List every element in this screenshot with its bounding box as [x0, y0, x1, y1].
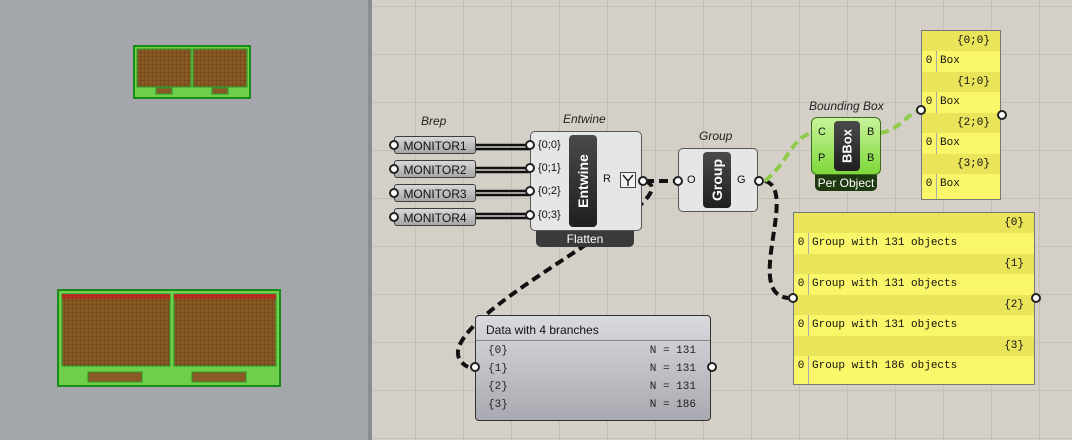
panel-index: 0 — [797, 319, 805, 331]
box-panel-output-grip[interactable] — [997, 110, 1007, 120]
panel-index: 0 — [925, 178, 933, 190]
data-branch-count: N = 131 — [649, 345, 696, 357]
panel-path: {1} — [794, 254, 1034, 274]
bbox-output-b[interactable]: B — [867, 126, 875, 138]
panel-path: {2} — [794, 295, 1034, 315]
entwine-name-block: Entwine — [569, 135, 597, 227]
group-name-block: Group — [703, 152, 731, 208]
group-output-g[interactable]: G — [737, 174, 746, 186]
panel-index: 0 — [797, 360, 805, 372]
entwine-input-1[interactable]: {0;1} — [538, 162, 561, 174]
flatten-icon — [620, 172, 636, 188]
rhino-viewport[interactable] — [0, 0, 368, 440]
data-panel-title: Data with 4 branches — [486, 323, 599, 337]
panel-index: 0 — [925, 137, 933, 149]
panel-path: {1;0} — [922, 72, 1000, 92]
data-panel[interactable]: Data with 4 branches {0} N = 131 {1} N =… — [475, 315, 711, 421]
panel-path: {0;0} — [922, 31, 1000, 51]
group-output-grip[interactable] — [754, 176, 764, 186]
panel-path: {0} — [794, 213, 1034, 233]
entwine-footer: Flatten — [536, 231, 634, 247]
panel-value: Box — [940, 137, 960, 149]
entwine-output-r[interactable]: R — [603, 173, 611, 185]
entwine-input-3[interactable]: {0;3} — [538, 209, 561, 221]
panel-value: Group with 131 objects — [812, 278, 958, 290]
entwine-label: Entwine — [563, 112, 606, 126]
panel-index: 0 — [925, 55, 933, 67]
bbox-input-p[interactable]: P — [818, 152, 826, 164]
bbox-component[interactable]: C P BBox B B — [811, 117, 881, 175]
panel-index: 0 — [797, 278, 805, 290]
entwine-input-grip[interactable] — [525, 163, 535, 173]
data-branch-path: {2} — [488, 381, 508, 393]
bbox-footer: Per Object — [815, 175, 877, 191]
data-branch-path: {3} — [488, 399, 508, 411]
entwine-component[interactable]: {0;0} {0;1} {0;2} {0;3} Entwine R — [530, 131, 642, 231]
entwine-output-grip[interactable] — [638, 176, 648, 186]
data-branch-path: {1} — [488, 363, 508, 375]
brep-input-grip[interactable] — [389, 164, 399, 174]
entwine-input-grip[interactable] — [525, 210, 535, 220]
group-input-o[interactable]: O — [687, 174, 696, 186]
panel-value: Group with 131 objects — [812, 319, 958, 331]
viewport-geometry — [57, 45, 281, 387]
brep-item-monitor2[interactable]: MONITOR2 — [394, 160, 476, 178]
panel-value: Box — [940, 96, 960, 108]
data-branch-count: N = 131 — [649, 363, 696, 375]
data-branch-path: {0} — [488, 345, 508, 357]
panel-path: {3;0} — [922, 154, 1000, 174]
bbox-output-b2[interactable]: B — [867, 152, 875, 164]
group-label: Group — [699, 129, 733, 143]
data-panel-output-grip[interactable] — [707, 362, 717, 372]
entwine-input-0[interactable]: {0;0} — [538, 139, 561, 151]
group-panel-output-grip[interactable] — [1031, 293, 1041, 303]
panel-value: Box — [940, 178, 960, 190]
entwine-input-grip[interactable] — [525, 140, 535, 150]
bbox-name-block: BBox — [834, 121, 860, 171]
box-panel-input-grip[interactable] — [916, 105, 926, 115]
group-component[interactable]: O Group G — [678, 148, 758, 212]
monitor-group-bottom[interactable] — [57, 289, 281, 387]
panel-index: 0 — [797, 237, 805, 249]
brep-item-monitor1[interactable]: MONITOR1 — [394, 136, 476, 154]
brep-input-grip[interactable] — [389, 188, 399, 198]
monitor-group-top[interactable] — [133, 45, 251, 99]
brep-item-monitor3[interactable]: MONITOR3 — [394, 184, 476, 202]
group-input-grip[interactable] — [673, 176, 683, 186]
panel-value: Group with 131 objects — [812, 237, 958, 249]
brep-item-monitor4[interactable]: MONITOR4 — [394, 208, 476, 226]
bbox-input-c[interactable]: C — [818, 126, 826, 138]
brep-label: Brep — [421, 114, 447, 128]
data-panel-input-grip[interactable] — [470, 362, 480, 372]
panel-index: 0 — [925, 96, 933, 108]
brep-input-grip[interactable] — [389, 140, 399, 150]
entwine-input-2[interactable]: {0;2} — [538, 185, 561, 197]
brep-input-grip[interactable] — [389, 212, 399, 222]
panel-value: Box — [940, 55, 960, 67]
data-branch-count: N = 186 — [649, 399, 696, 411]
panel-path: {2;0} — [922, 113, 1000, 133]
panel-value: Group with 186 objects — [812, 360, 958, 372]
group-panel-input-grip[interactable] — [788, 293, 798, 303]
bbox-label: Bounding Box — [809, 99, 884, 113]
data-branch-count: N = 131 — [649, 381, 696, 393]
panel-path: {3} — [794, 336, 1034, 356]
entwine-input-grip[interactable] — [525, 186, 535, 196]
